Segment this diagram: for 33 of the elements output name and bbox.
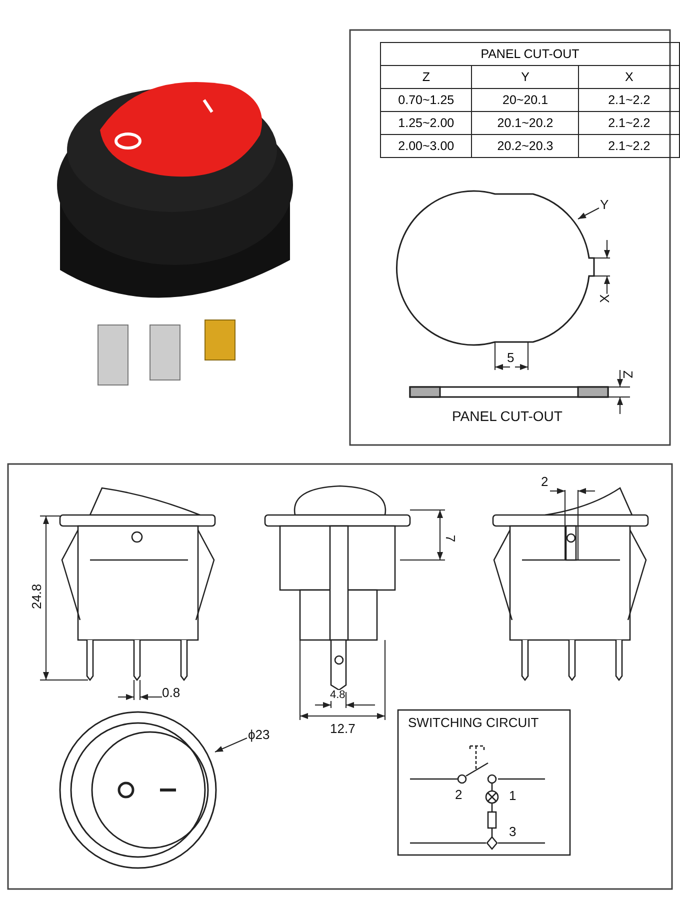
terminal-number: 3 (509, 825, 516, 838)
table-value: 2.1~2.2 (578, 134, 680, 158)
table-value: 2.1~2.2 (578, 88, 680, 112)
leader-line (578, 208, 600, 220)
dimension-label: 4.8 (330, 690, 346, 701)
dimension-label: X (598, 294, 611, 303)
dimension-label: 7 (444, 534, 458, 542)
table-value: 20.2~20.3 (472, 134, 579, 158)
table-value: 2.00~3.00 (380, 134, 472, 158)
dimension-label: 5 (507, 351, 514, 364)
table-value: 0.70~1.25 (380, 88, 472, 112)
dimension-label: Z (621, 370, 634, 378)
drawing-caption: PANEL CUT-OUT (452, 409, 562, 423)
panel-cutout-drawing (396, 190, 609, 398)
table-value: 20.1~20.2 (472, 112, 579, 134)
dimension-label: 0.8 (162, 686, 180, 699)
terminal-number: 1 (509, 789, 516, 802)
dimension-label: 2 (541, 475, 548, 488)
table-value: 2.1~2.2 (578, 112, 680, 134)
table-value: 1.25~2.00 (380, 112, 472, 134)
dimension-label: 12.7 (330, 722, 356, 735)
dimension-label: Y (600, 198, 609, 211)
dimension-label: ϕ23 (248, 728, 270, 741)
circuit-title: SWITCHING CIRCUIT (408, 716, 539, 729)
column-header: X (578, 66, 680, 88)
column-header: Y (472, 66, 579, 88)
table-title: PANEL CUT-OUT (380, 42, 680, 66)
column-header: Z (380, 66, 472, 88)
top-view-drawing (59, 711, 217, 869)
terminal-number: 2 (455, 788, 462, 801)
leader-line (214, 738, 248, 752)
dimension-label: 24.8 (30, 584, 44, 610)
table-value: 20~20.1 (472, 88, 579, 112)
